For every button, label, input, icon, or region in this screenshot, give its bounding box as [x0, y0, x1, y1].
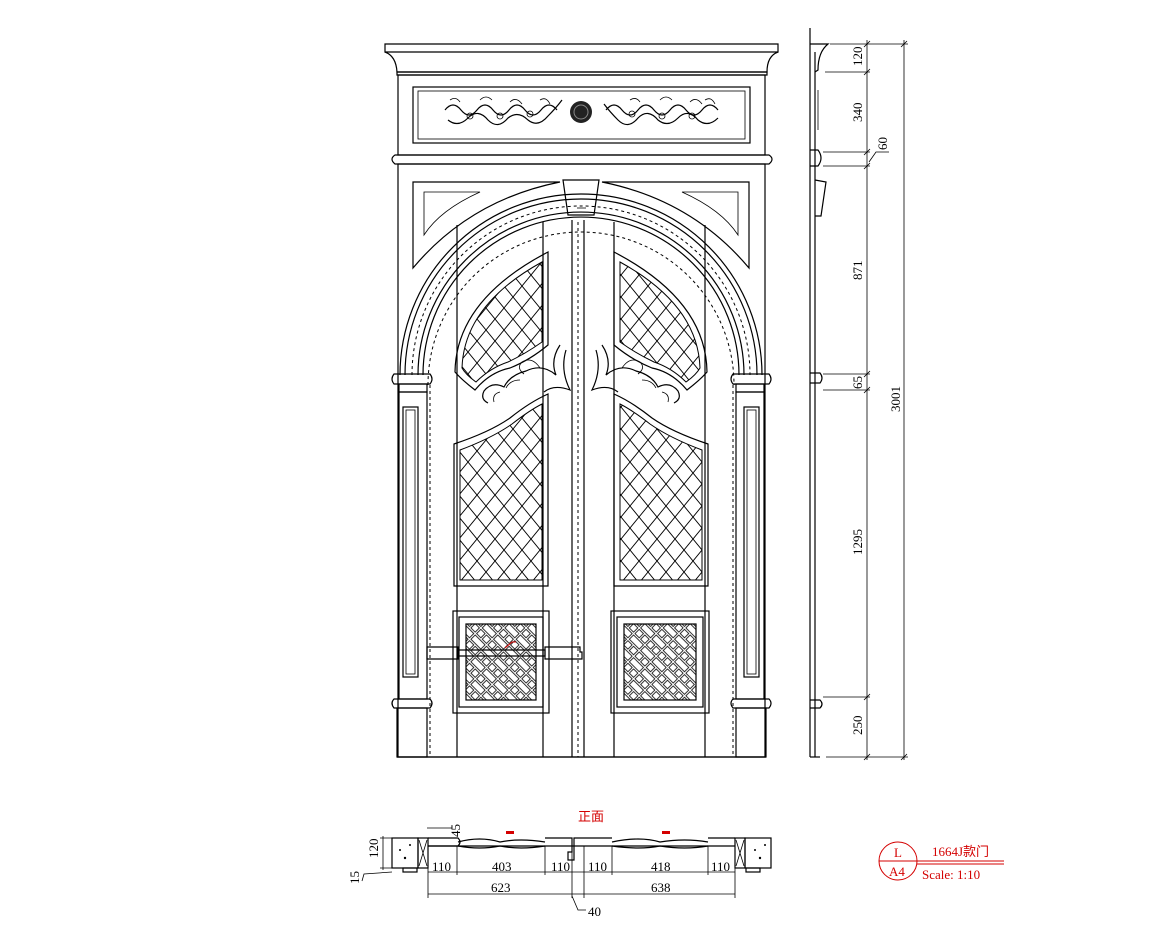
dim-65: 65 — [850, 376, 865, 389]
arch-mouldings — [399, 193, 763, 386]
plan-section: 正面 120 15 45 110 403 — [347, 809, 772, 919]
center-carved-ornament — [482, 344, 680, 404]
plan-dim-right-panel: 418 — [651, 859, 671, 874]
plan-dim-offset: 15 — [347, 871, 362, 884]
model-name: 1664J款门 — [932, 844, 989, 859]
door-leaf-right — [583, 220, 710, 757]
door-leaf-left — [452, 220, 573, 757]
plan-dim-left-stile-2: 110 — [551, 859, 570, 874]
keystone — [562, 179, 600, 216]
plan-dim-left-panel: 403 — [492, 859, 512, 874]
dim-60: 60 — [875, 137, 890, 150]
dim-1295: 1295 — [850, 529, 865, 555]
side-section — [809, 28, 830, 758]
plan-dim-right-stile-1: 110 — [588, 859, 607, 874]
sheet-label: A4 — [889, 864, 905, 879]
spandrel-right — [601, 181, 750, 270]
plan-dim-right-stile-2: 110 — [711, 859, 730, 874]
spandrel-left — [412, 181, 561, 270]
dim-340: 340 — [850, 103, 865, 123]
scale-label: Scale: 1:10 — [922, 867, 980, 882]
frieze — [397, 74, 766, 156]
rosette-medallion — [570, 101, 592, 123]
side-dimension-chain: 120 340 60 871 65 1295 250 3001 — [823, 40, 908, 761]
detail-letter: L — [894, 845, 902, 860]
plan-dim-right-total: 638 — [651, 880, 671, 895]
pilaster-left — [391, 391, 433, 758]
title-block: L A4 1664J款门 Scale: 1:10 — [878, 841, 1004, 882]
carved-scroll-ornament-left — [444, 96, 563, 126]
front-elevation — [384, 43, 779, 758]
door-handle — [426, 641, 583, 660]
dim-250: 250 — [850, 716, 865, 736]
dim-871: 871 — [850, 261, 865, 281]
plan-dim-gap: 40 — [588, 904, 601, 919]
view-label: 正面 — [578, 809, 604, 824]
dim-total-3001: 3001 — [888, 386, 903, 412]
carved-scroll-ornament-right — [603, 96, 719, 126]
plan-dim-panel-offset: 45 — [448, 824, 463, 837]
tick-marks — [863, 40, 908, 761]
plan-dim-left-stile-1: 110 — [432, 859, 451, 874]
cornice — [384, 43, 779, 76]
plan-dim-frame-depth: 120 — [366, 839, 381, 859]
dim-120: 120 — [850, 47, 865, 67]
lintel-moulding — [391, 154, 773, 165]
plan-dim-left-total: 623 — [491, 880, 511, 895]
